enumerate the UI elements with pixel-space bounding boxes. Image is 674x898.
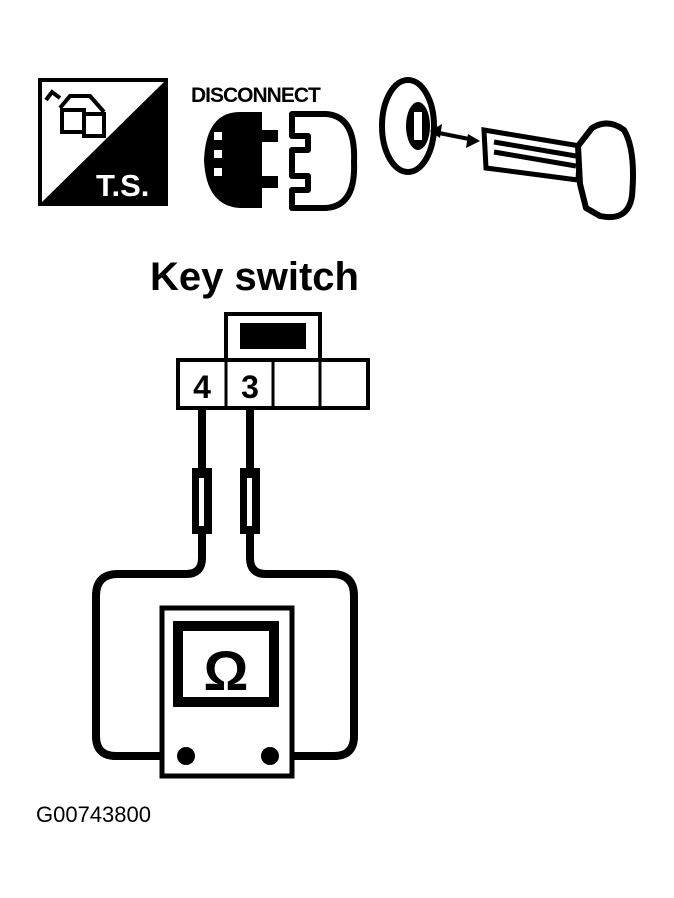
ohmmeter: Ω: [159, 605, 295, 779]
figure-code: G00743800: [36, 802, 151, 827]
meter-terminal-right: [261, 747, 279, 765]
meter-terminal-left: [177, 747, 195, 765]
pin-4-label: 4: [193, 369, 211, 405]
diagram-title: Key switch: [150, 255, 359, 299]
troubleshooting-icon: T.S.: [38, 78, 168, 206]
pin-3-label: 3: [241, 369, 259, 405]
disconnect-icon: DISCONNECT: [191, 84, 358, 211]
key-switch-connector: 4 3: [176, 312, 370, 410]
probe-pin-4: [192, 408, 212, 534]
disconnect-label: DISCONNECT: [191, 84, 321, 107]
ts-label: T.S.: [96, 168, 149, 203]
probe-pin-3: [240, 408, 260, 534]
ignition-key-icon: [379, 77, 636, 220]
test-lead-left: [92, 534, 206, 760]
test-lead-right: [246, 534, 358, 760]
ohm-symbol: Ω: [204, 639, 249, 702]
